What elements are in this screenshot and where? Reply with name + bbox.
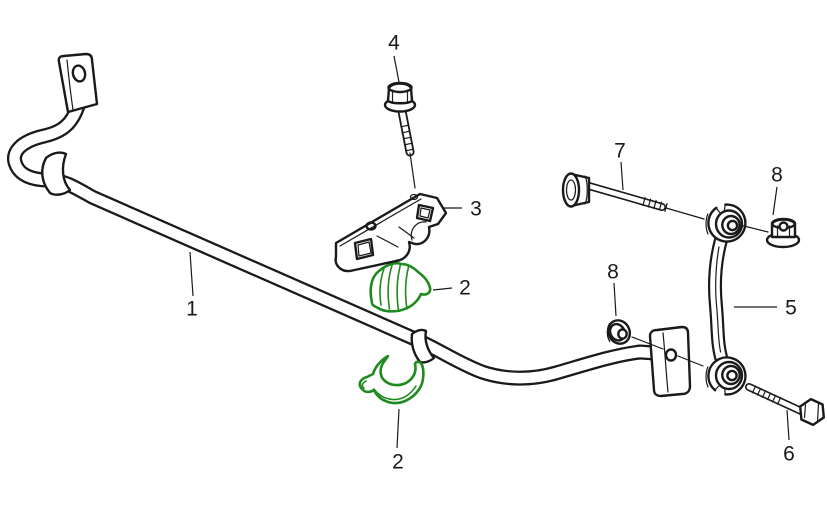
bar-tube-outline: [7, 98, 663, 386]
flange-nut-upper: [739, 217, 801, 249]
bolt6-hex-head: [799, 397, 825, 427]
bar-right-tab-hole: [664, 348, 678, 362]
bar-right-end-tab: [648, 325, 692, 398]
clamp-bracket: [334, 192, 448, 273]
bolt4-threads: [400, 124, 415, 152]
callout-2-upper-label: 2: [459, 277, 471, 300]
link-lower-bolt: [745, 383, 825, 427]
callout-6-label: 6: [783, 443, 795, 466]
bar-collar-right: [410, 328, 436, 364]
callout-1-leader: [189, 251, 194, 297]
bracket-bolt-hole: [409, 193, 419, 201]
bolt7-head-face: [561, 172, 581, 208]
callout-7-leader: [620, 161, 624, 191]
stabilizer-bar: [7, 52, 692, 398]
callout-5-label: 5: [785, 297, 797, 320]
bar-tube-fill: [9, 100, 661, 384]
bolt4-axis-line: [409, 152, 416, 189]
lower-axis-line-a: [631, 336, 664, 350]
bolt7-threads: [642, 197, 668, 212]
callout-2-lower-label: 2: [392, 451, 404, 474]
callout-4-label: 4: [388, 32, 400, 55]
callout-1-label: 1: [186, 298, 198, 321]
upper-axis-line: [739, 224, 769, 233]
bar-left-end-tab: [57, 52, 99, 114]
callout-8-lower-leader: [613, 282, 617, 317]
callouts: 1 2 2 3 4 5 6 7 8 8: [186, 32, 797, 474]
bracket-bolt: [383, 81, 417, 189]
callout-8-upper-label: 8: [771, 164, 783, 187]
bracket-hole: [365, 221, 377, 231]
callout-2-upper-leader: [432, 287, 453, 291]
callout-8-lower-label: 8: [607, 261, 619, 284]
link-upper-eye: [705, 203, 747, 243]
callout-2-lower-leader: [396, 408, 400, 449]
callout-3-label: 3: [470, 198, 482, 221]
bushing-upper-half: [369, 261, 432, 313]
bar-collar-left: [41, 151, 72, 196]
flange-nut-lower: [606, 319, 704, 367]
bar-left-tab-hole: [71, 64, 87, 83]
lower-axis-line-b: [677, 355, 704, 367]
stabilizer-link: [705, 203, 747, 396]
callout-4-leader: [393, 55, 400, 83]
callout-6-leader: [786, 409, 790, 441]
callout-7-label: 7: [614, 140, 626, 163]
link-lower-eye: [705, 356, 747, 396]
bolt4-hex-head: [386, 82, 414, 105]
bolt7-axis-line: [665, 207, 705, 220]
bolt6-threads: [751, 385, 782, 405]
callout-8-upper-leader: [772, 186, 778, 216]
bushing-lower-half: [358, 354, 425, 405]
link-upper-bolt: [561, 172, 705, 220]
